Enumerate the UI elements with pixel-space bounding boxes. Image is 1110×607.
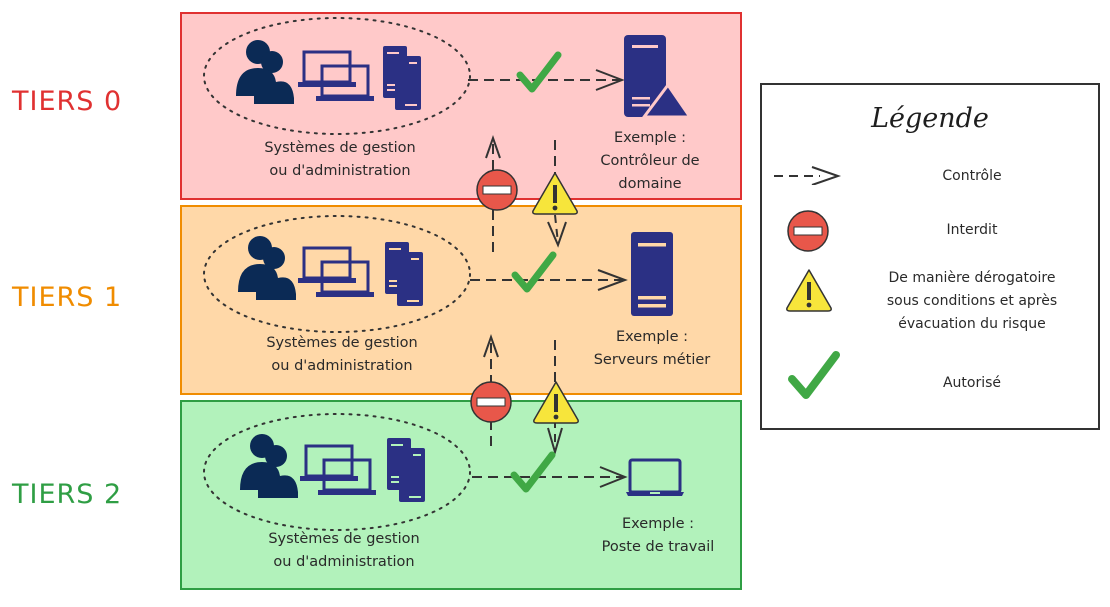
legend-derogation-line3: évacuation du risque [898,316,1046,332]
tier-0-authorized-check-icon [520,55,558,89]
tier-0-systems-line2: ou d'administration [269,163,411,179]
tier-1-2-forbidden-icon [470,381,512,423]
legend-checkmark-icon [788,351,840,399]
tier-0-systems-text: Systèmes de gestion ou d'administration [230,137,450,183]
legend-box: Légende Contrôle Interdit De manière dér… [760,83,1100,430]
legend-control-label: Contrôle [942,168,1002,184]
tier-0-admin-ellipse [203,17,471,135]
tier-1-example-line1: Exemple : [616,329,688,345]
workstation-laptop-icon [626,458,684,496]
tier-1-2-warning-icon [533,381,579,424]
tier-1-systems-text: Systèmes de gestion ou d'administration [232,332,452,378]
legend-title: Légende [871,103,989,134]
tier-0-example-line1: Exemple : [614,130,686,146]
tier-2-systems-line1: Systèmes de gestion [268,531,420,547]
tier-1-example-line2: Serveurs métier [593,352,711,368]
tier-1-label: TIERS 1 [12,282,123,313]
tier-0-server-icon [383,46,421,110]
tier-0-example-text: Exemple : Contrôleur de domaine [570,127,730,196]
tier-0-systems-line1: Systèmes de gestion [264,140,416,156]
legend-forbidden-label: Interdit [946,222,998,238]
tier-2-example-line2: Poste de travail [601,539,715,555]
legend-dashed-arrow-icon [774,166,842,185]
tier-1-admin-group [203,215,471,333]
tier-0-label: TIERS 0 [12,86,123,117]
tier-2-example-line1: Exemple : [622,516,694,532]
tier-2-systems-line2: ou d'administration [273,554,415,570]
tier-2-example-text: Exemple : Poste de travail [578,513,738,559]
tier-2-laptop-icon [298,444,378,497]
tier-2-authorized-check-icon [514,455,552,489]
tier-1-admin-ellipse [203,215,471,333]
tier-2-label: TIERS 2 [12,479,123,510]
legend-derogation-label: De manière dérogatoire sous conditions e… [847,267,1097,336]
tier-0-laptop-icon [296,50,376,103]
tier-0-person-icon [236,40,294,104]
tier-2-person-icon [240,434,298,498]
tier-1-systems-line2: ou d'administration [271,358,413,374]
tier-1-server-icon [385,242,423,306]
legend-authorized-label: Autorisé [942,375,1002,391]
tier-0-1-forbidden-icon [476,169,518,211]
tier-0-admin-group [203,17,471,135]
tier-0-example-line3: domaine [618,176,682,192]
business-server-icon [631,232,673,316]
tier-2-admin-group [203,413,471,531]
tier-2-systems-text: Systèmes de gestion ou d'administration [234,528,454,574]
tier-1-person-icon [238,236,296,300]
tier-2-admin-ellipse [203,413,471,531]
tier-0-example-line2: Contrôleur de [600,153,700,169]
tier-1-laptop-icon [296,246,376,299]
tier-1-authorized-check-icon [515,255,553,289]
legend-no-entry-icon [787,210,829,252]
tier-1-systems-line1: Systèmes de gestion [266,335,418,351]
domain-controller-icon [624,35,693,119]
legend-warning-icon [786,269,832,312]
tier-1-example-text: Exemple : Serveurs métier [572,326,732,372]
legend-derogation-line2: sous conditions et après [886,293,1058,309]
legend-derogation-line1: De manière dérogatoire [888,270,1056,286]
tier-2-server-icon [387,438,425,502]
